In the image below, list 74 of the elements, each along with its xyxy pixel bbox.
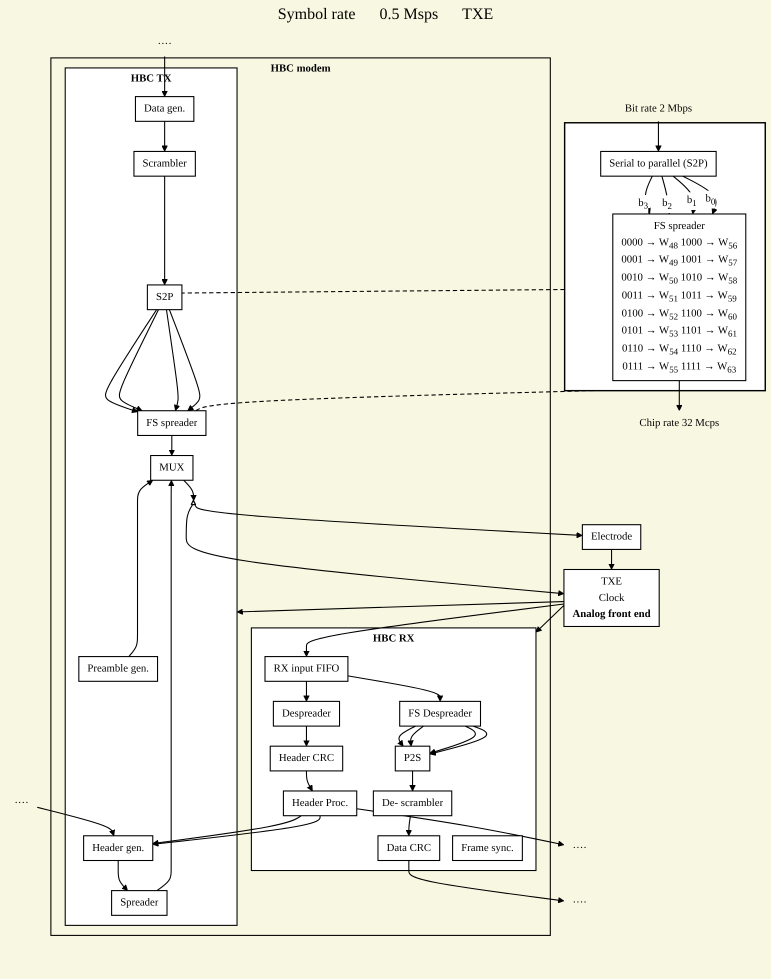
node-box: FS spreader 0000 → W$_{48}$ 1000 → W$_{56}$ 0001 → W$_{49}$ 1001 → W$_{57}$ 0010 → W$_{50}$ 1010 → W$_{58}$ 0011 → W$_{51}$ 1011 → W$_{59}$ 0100 → W$_{52}$ 1100 → W$_{60}$ 0101 → W$_{53}$ 1101 → W$_{61}$ 0110 → W$_{54}$ 1110 → W$_{62}$ 0111 → W$_{55}$ 1111 → W$_{63}$	[612, 213, 746, 382]
arrow	[661, 176, 672, 214]
node-text: Chip rate 32 Mcps	[639, 417, 720, 429]
node-box: Data gen.	[134, 96, 194, 122]
arrow	[162, 121, 168, 152]
node-box: Serial to parallel (S2P)	[600, 150, 717, 177]
node-box: MUX	[150, 454, 194, 481]
node-box: P2S	[394, 746, 430, 772]
node-box: Data CRC	[377, 835, 440, 862]
edge-label: b$_{2}$	[662, 197, 672, 211]
arrow	[152, 815, 302, 846]
arrow	[303, 603, 564, 657]
arrow	[152, 816, 321, 847]
arrow	[156, 480, 174, 892]
arrow	[397, 726, 416, 746]
arrow	[676, 380, 682, 412]
arrow	[348, 675, 444, 702]
edge-label: b$_{0}$	[706, 192, 716, 206]
arrow	[186, 504, 564, 596]
node-box: Header gen.	[83, 835, 154, 862]
node-box: Scrambler	[133, 150, 196, 177]
arrow	[37, 806, 116, 836]
connector	[195, 390, 594, 412]
node-box: De- scrambler	[372, 790, 452, 816]
arrow	[536, 604, 564, 632]
arrow	[306, 770, 313, 792]
arrow	[166, 310, 180, 412]
arrow	[183, 480, 197, 501]
node-box: Frame sync.	[452, 835, 523, 862]
arrow	[406, 816, 412, 836]
node-box: Header Proc.	[282, 790, 358, 816]
arrow	[128, 480, 154, 657]
node-text: ····	[157, 38, 172, 50]
arrow	[194, 504, 583, 538]
arrow	[168, 309, 200, 412]
node-box: TXE Clock Analog front end	[563, 568, 660, 628]
arrow	[118, 860, 128, 891]
arrow	[118, 309, 159, 412]
node-box: Despreader	[272, 700, 340, 727]
node-box: Preamble gen.	[78, 656, 158, 682]
node-box: FS Despreader	[399, 700, 482, 727]
arrow	[168, 435, 175, 456]
node-box: S2P	[146, 284, 182, 310]
node-box: Electrode	[582, 524, 642, 550]
arrow	[672, 176, 697, 214]
arrow	[303, 726, 310, 746]
node-text: ····	[572, 842, 587, 854]
arrow	[430, 726, 488, 756]
node-text: ····	[572, 897, 587, 909]
node-text: ····	[14, 797, 29, 809]
node-box: Spreader	[111, 890, 168, 916]
edge-label: b$_{3}$	[638, 197, 648, 211]
signal-label: Symbol rate	[278, 6, 356, 24]
arrow	[409, 770, 416, 792]
node-box: FS spreader	[137, 410, 206, 436]
signal-label: TXE	[462, 6, 494, 24]
connector	[182, 288, 565, 294]
arrow	[408, 860, 564, 904]
arrow	[407, 726, 424, 746]
arrow	[303, 681, 310, 702]
node-box: Header CRC	[270, 746, 344, 772]
arrow	[430, 726, 476, 755]
arrow	[162, 56, 168, 97]
node-box: RX input FIFO	[264, 656, 348, 682]
arrow	[236, 601, 564, 615]
arrow	[162, 176, 168, 286]
arrow	[608, 549, 615, 570]
signal-label: 0.5 Msps	[379, 6, 438, 24]
edge-label: b$_{1}$	[686, 194, 697, 208]
arrow	[682, 176, 718, 214]
arrow	[644, 176, 653, 214]
arrow	[104, 309, 158, 414]
node-text: Bit rate 2 Mbps	[624, 103, 692, 115]
arrow	[655, 121, 662, 152]
